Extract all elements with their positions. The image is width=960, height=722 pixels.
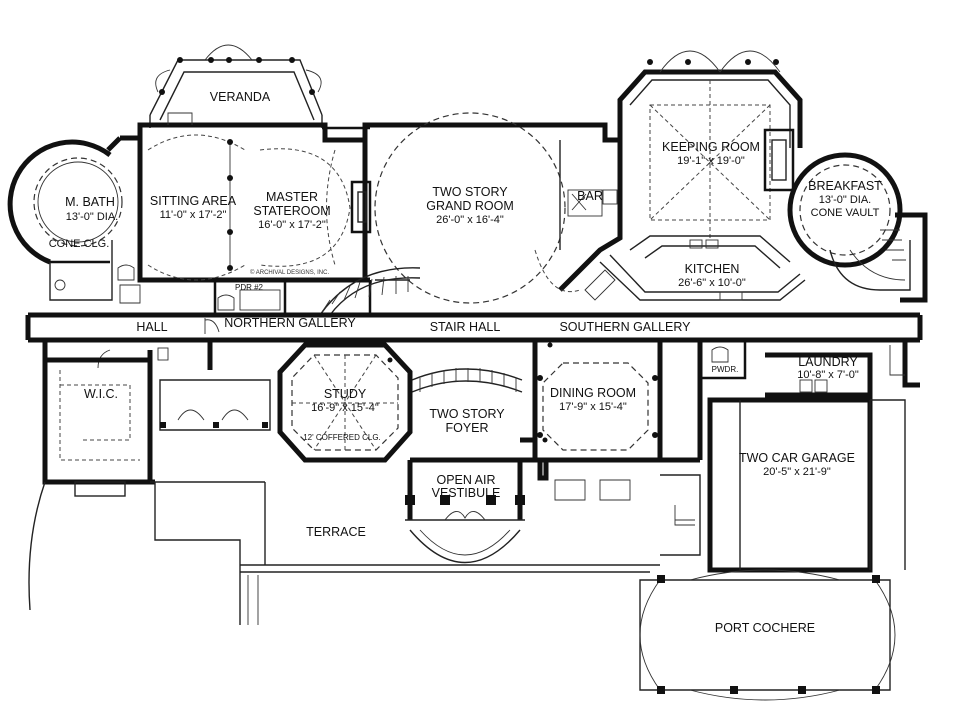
foyer-label-2: FOYER — [445, 421, 488, 435]
grand-room-label-2: GRAND ROOM — [426, 199, 514, 213]
port-cochere-label: PORT COCHERE — [715, 621, 815, 635]
sitting-area — [147, 112, 246, 281]
master-wing-walls — [106, 122, 620, 283]
study-label: STUDY — [324, 387, 367, 401]
pdr-label: PDR #2 — [235, 283, 264, 292]
stateroom-dim: 16'-0" x 17'-2" — [258, 219, 326, 231]
breakfast-label: BREAKFAST — [808, 179, 882, 193]
breakfast-dim: 13'-0" DIA. — [819, 194, 871, 206]
grand-room-dim: 26'-0" x 16'-4" — [436, 214, 504, 226]
grand-room-label-1: TWO STORY — [432, 185, 508, 199]
foyer-label-1: TWO STORY — [429, 407, 505, 421]
breakfast-note: CONE VAULT — [811, 207, 880, 219]
garage-dim: 20'-5" x 21'-9" — [763, 466, 831, 478]
room-labels: VERANDA M. BATH 13'-0" DIA. CONE CLG. SI… — [49, 90, 882, 635]
keeping-room-label: KEEPING ROOM — [662, 140, 760, 154]
veranda-label: VERANDA — [210, 90, 271, 104]
vestibule-label-2: VESTIBULE — [432, 486, 501, 500]
study-note: 12' COFFERED CLG. — [303, 433, 381, 442]
gallery-walls — [25, 312, 923, 369]
study-dim: 16'-9" x 15'-4" — [311, 402, 379, 414]
northern-gallery-label: NORTHERN GALLERY — [224, 316, 356, 330]
laundry-label: LAUNDRY — [798, 355, 858, 369]
kitchen-wing-walls — [558, 50, 803, 292]
terrace-area — [154, 482, 660, 625]
sitting-area-label: SITTING AREA — [150, 194, 237, 208]
sitting-area-dim: 11'-0" x 17'-2" — [160, 209, 227, 221]
southern-gallery-label: SOUTHERN GALLERY — [559, 320, 691, 334]
stateroom-area — [259, 148, 351, 267]
vestibule-label-1: OPEN AIR — [436, 473, 495, 487]
bar-label: BAR — [577, 189, 603, 203]
left-wing-walls — [28, 340, 265, 611]
laundry-dim: 10'-8" x 7'-0" — [797, 369, 859, 381]
stair-hall-label: STAIR HALL — [430, 320, 501, 334]
pwdr-label: PWDR. — [712, 365, 739, 374]
kitchen-area — [534, 189, 806, 301]
m-bath-note: CONE CLG. — [49, 238, 110, 250]
port-cochere-area — [639, 569, 896, 701]
garage-room — [660, 397, 906, 573]
dining-room — [532, 340, 700, 501]
dining-room-label: DINING ROOM — [550, 386, 636, 400]
m-bath-dim: 13'-0" DIA. — [66, 211, 118, 223]
breakfast-room — [787, 152, 928, 303]
dining-room-dim: 17'-9" x 15'-4" — [559, 401, 627, 413]
copyright-text: © ARCHIVAL DESIGNS, INC. — [250, 269, 329, 276]
wic-label: W.I.C. — [84, 387, 118, 401]
m-bath-label: M. BATH — [65, 195, 115, 209]
kitchen-label: KITCHEN — [685, 262, 740, 276]
service-rooms — [697, 340, 920, 460]
terrace-label: TERRACE — [306, 525, 366, 539]
hall-label: HALL — [136, 320, 167, 334]
m-bath-room — [7, 139, 141, 304]
stateroom-label-2: STATEROOM — [253, 204, 330, 218]
keeping-room-dim: 19'-1" x 19'-0" — [677, 155, 745, 167]
garage-label: TWO CAR GARAGE — [739, 451, 855, 465]
study-room — [159, 342, 413, 463]
stateroom-label-1: MASTER — [266, 190, 318, 204]
veranda-area — [149, 44, 370, 130]
kitchen-dim: 26'-6" x 10'-0" — [678, 277, 746, 289]
